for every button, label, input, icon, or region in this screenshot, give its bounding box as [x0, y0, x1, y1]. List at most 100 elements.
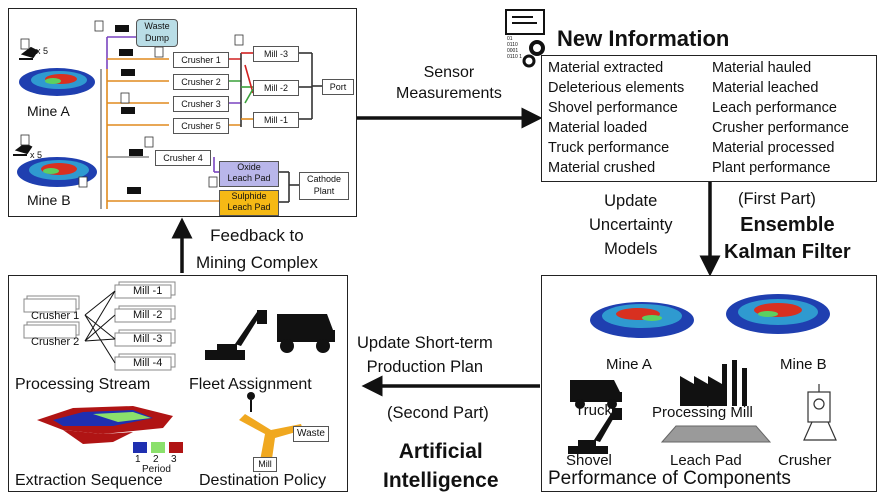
truck-icon	[121, 107, 135, 114]
performance-icons	[568, 294, 837, 454]
perf-shovel-label: Shovel	[566, 452, 612, 469]
new-information-title: New Information	[557, 26, 730, 51]
crusher-icon	[803, 384, 837, 441]
info-item-left: Material crushed	[548, 160, 656, 176]
sulphide-leach-pad: Sulphide Leach Pad	[219, 190, 279, 216]
waste-destination-box: Waste	[293, 426, 329, 442]
performance-title: Performance of Components	[548, 468, 791, 489]
sensor-icon	[120, 92, 130, 104]
sensor-icon	[208, 176, 218, 188]
mill-2-label: Mill -2	[133, 309, 163, 321]
extraction-sequence-diagram	[37, 406, 173, 444]
sensor-icon	[20, 38, 30, 50]
mine-b-model	[726, 294, 830, 334]
fleet-assignment-label: Fleet Assignment	[189, 376, 312, 393]
mining-complex-diagram	[13, 20, 322, 209]
mining-complex-panel: Waste Dump x 5 x 5 Mine A Mine B Crusher…	[8, 8, 357, 217]
artificial-intelligence-label: Artificial Intelligence	[383, 440, 499, 492]
perf-processing-mill-label: Processing Mill	[652, 404, 753, 421]
crusher-3-box: Crusher 3	[173, 96, 229, 112]
sensor-icon	[234, 34, 244, 46]
crusher-2-label: Crusher 2	[31, 336, 80, 348]
mine-a-label: Mine A	[27, 103, 70, 119]
sensor-measurements-label: Sensor Measurements	[396, 64, 502, 102]
period-legend	[133, 442, 183, 453]
crusher-1-label: Crusher 1	[31, 310, 80, 322]
sensor-icon	[78, 176, 88, 188]
extraction-sequence-label: Extraction Sequence	[15, 472, 163, 489]
crusher-1-box: Crusher 1	[173, 52, 229, 68]
processing-stream-label: Processing Stream	[15, 376, 151, 393]
shovel-icon	[13, 142, 33, 156]
mill-2-box: Mill -2	[253, 80, 299, 96]
waste-dump-box: Waste Dump	[136, 19, 178, 47]
info-item-right: Plant performance	[712, 160, 831, 176]
period-2-label: 2	[153, 454, 159, 465]
info-item-left: Deleterious elements	[548, 80, 685, 96]
mine-b-label: Mine B	[27, 192, 71, 208]
mill-1-box: Mill -1	[253, 112, 299, 128]
destination-policy-diagram	[239, 392, 303, 466]
sensor-icon	[20, 134, 30, 146]
info-item-right: Material hauled	[712, 60, 812, 76]
shovel-icon	[568, 408, 622, 454]
perf-leach-pad-label: Leach Pad	[670, 452, 742, 469]
binary-glyph: 01 0110 0001 0110 1	[507, 36, 522, 60]
cathode-plant-box: Cathode Plant	[299, 172, 349, 200]
update-uncertainty-label: Update Uncertainty Models	[589, 192, 673, 258]
shovel-icon	[19, 46, 39, 60]
mine-a-model	[590, 302, 694, 338]
factory-icon	[680, 360, 747, 406]
update-production-plan-label: Update Short-term Production Plan	[357, 334, 493, 376]
perf-crusher-label: Crusher	[778, 452, 832, 469]
mine-a-pit	[19, 68, 95, 96]
destination-policy-label: Destination Policy	[199, 472, 327, 489]
truck-icon	[121, 69, 135, 76]
perf-mine-b-label: Mine B	[780, 356, 827, 373]
truck-icon	[127, 187, 141, 194]
feedback-label: Feedback to Mining Complex	[196, 226, 318, 272]
info-item-left: Shovel performance	[548, 100, 678, 116]
sensor-icon	[144, 136, 154, 148]
mill-3-label: Mill -3	[133, 333, 163, 345]
truck-icon	[119, 49, 133, 56]
person-icon	[247, 392, 255, 400]
truck-icon	[277, 314, 335, 342]
period-3-label: 3	[171, 454, 177, 465]
truck-icon	[570, 380, 622, 402]
mine-a-multiplier: x 5	[36, 46, 49, 56]
leach-pad-icon	[660, 425, 772, 443]
mill-1-label: Mill -1	[133, 285, 163, 297]
crusher-2-box: Crusher 2	[173, 74, 229, 90]
oxide-leach-pad: Oxide Leach Pad	[219, 161, 279, 187]
shovel-icon	[205, 310, 267, 360]
truck-icon	[115, 25, 129, 32]
info-item-right: Crusher performance	[712, 120, 849, 136]
mine-b-pit	[17, 157, 97, 187]
info-item-left: Truck performance	[548, 140, 670, 156]
info-item-right: Leach performance	[712, 100, 837, 116]
truck-icon	[129, 149, 143, 156]
fleet-icons	[205, 310, 335, 360]
info-item-left: Material loaded	[548, 120, 648, 136]
data-gear-icon	[505, 9, 545, 68]
performance-panel: Mine A Mine B Truck Processing Mill Shov…	[541, 275, 877, 492]
sensor-icon	[154, 46, 164, 58]
ensemble-kalman-filter-label: Ensemble Kalman Filter	[724, 214, 851, 263]
second-part-label: (Second Part)	[387, 404, 489, 422]
crusher-5-box: Crusher 5	[173, 118, 229, 134]
mine-b-multiplier: x 5	[30, 150, 43, 160]
mill-4-label: Mill -4	[133, 357, 163, 369]
mill-3-box: Mill -3	[253, 46, 299, 62]
perf-mine-a-label: Mine A	[606, 356, 652, 373]
processing-stream-diagram	[23, 281, 176, 371]
mill-destination-box: Mill	[253, 457, 277, 472]
period-1-label: 1	[135, 454, 141, 465]
info-item-right: Material processed	[712, 140, 835, 156]
info-item-left: Material extracted	[548, 60, 664, 76]
first-part-label: (First Part)	[738, 190, 816, 208]
perf-truck-label: Truck	[575, 402, 612, 419]
decisions-panel: Crusher 1 Crusher 2 Mill -1 Mill -2 Mill…	[8, 275, 348, 492]
period-label: Period	[142, 464, 171, 475]
